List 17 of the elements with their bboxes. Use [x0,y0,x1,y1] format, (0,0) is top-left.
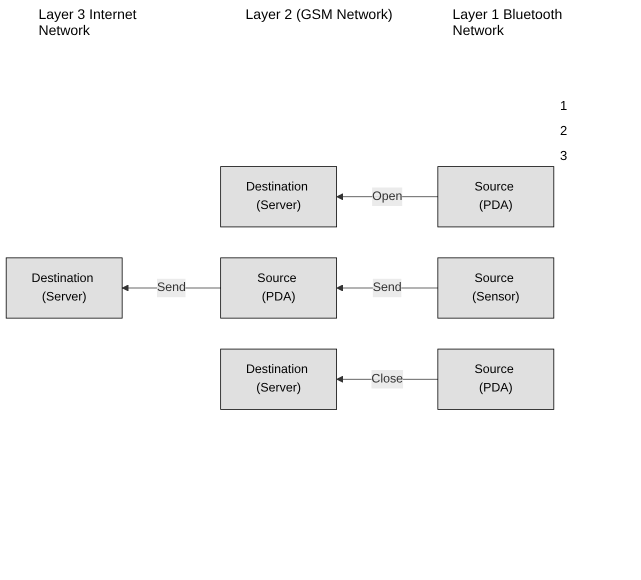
column-heading: Layer 1 Bluetooth Network [452,6,564,38]
node-box: Destination (Server) [220,166,338,228]
edge-label: Close [371,372,404,386]
edge-label: Open [372,190,402,203]
node-box: Source (PDA) [437,348,554,410]
node-box: Source (PDA) [437,166,554,228]
column-heading: Layer 3 Internet Network [38,6,138,38]
node-box: Source (PDA) [220,257,338,319]
edge-label: Send [372,281,402,294]
step-number: 3 [560,148,568,163]
node-box: Source (Sensor) [437,257,554,319]
node-box: Destination (Server) [6,257,123,319]
step-number: 1 [560,98,568,113]
edge-label: Send [156,281,186,294]
step-number: 2 [560,123,568,138]
column-heading: Layer 2 (GSM Network) [246,6,394,24]
node-box: Destination (Server) [220,348,338,410]
